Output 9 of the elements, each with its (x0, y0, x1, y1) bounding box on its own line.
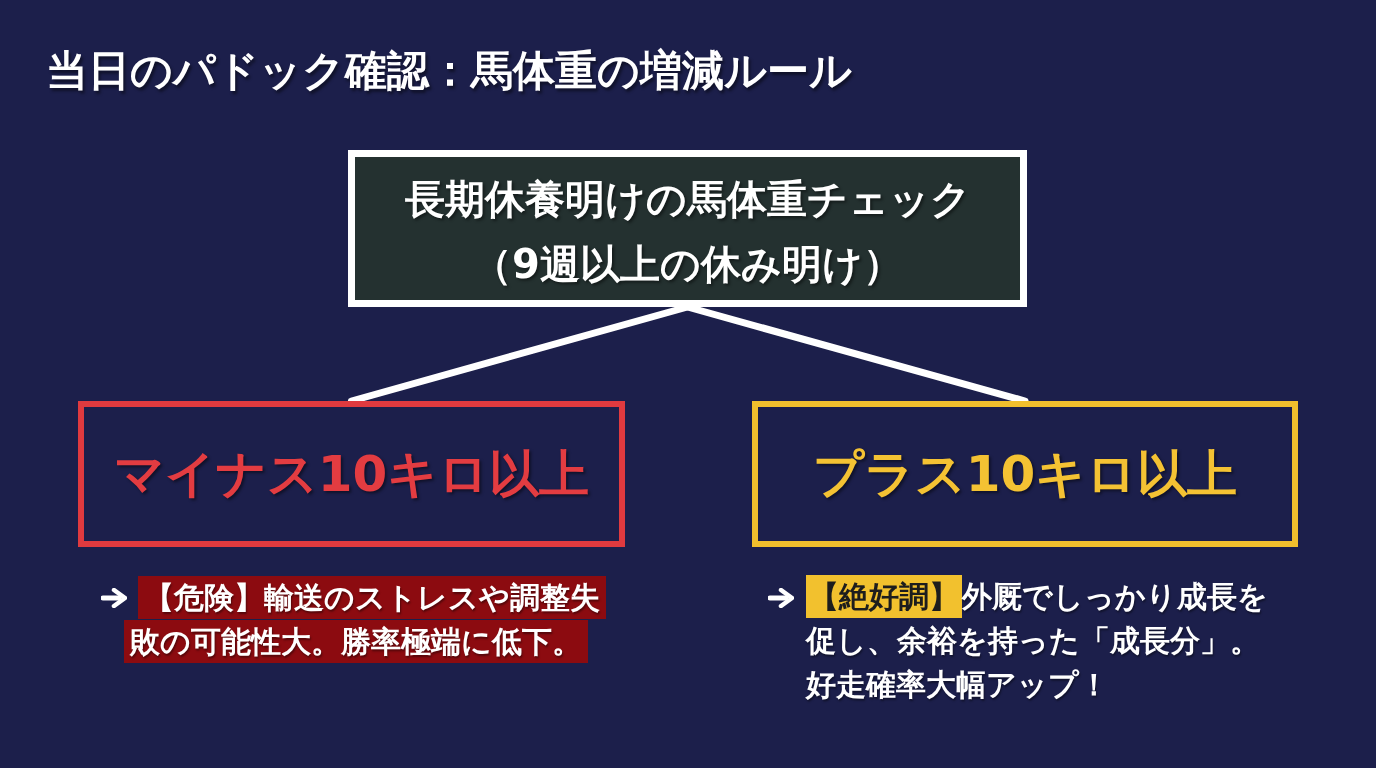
box-subheading: （9週以上の休み明け） (472, 240, 903, 289)
highlight-box (752, 401, 1298, 547)
caption-text: 【絶好調】外厩でしっかり成長を促し、余裕を持った「成長分」。好走確率大幅アップ！ (806, 575, 1276, 707)
box-label: プラス10キロ以上 (812, 444, 1238, 505)
warning-box (78, 401, 625, 547)
heading-box (348, 150, 1027, 307)
box-heading: 長期休養明けの馬体重チェック (404, 175, 971, 224)
box-label: マイナス10キロ以上 (113, 444, 590, 505)
page-title: 当日のパドック確認：馬体重の増減ルール (46, 45, 852, 97)
